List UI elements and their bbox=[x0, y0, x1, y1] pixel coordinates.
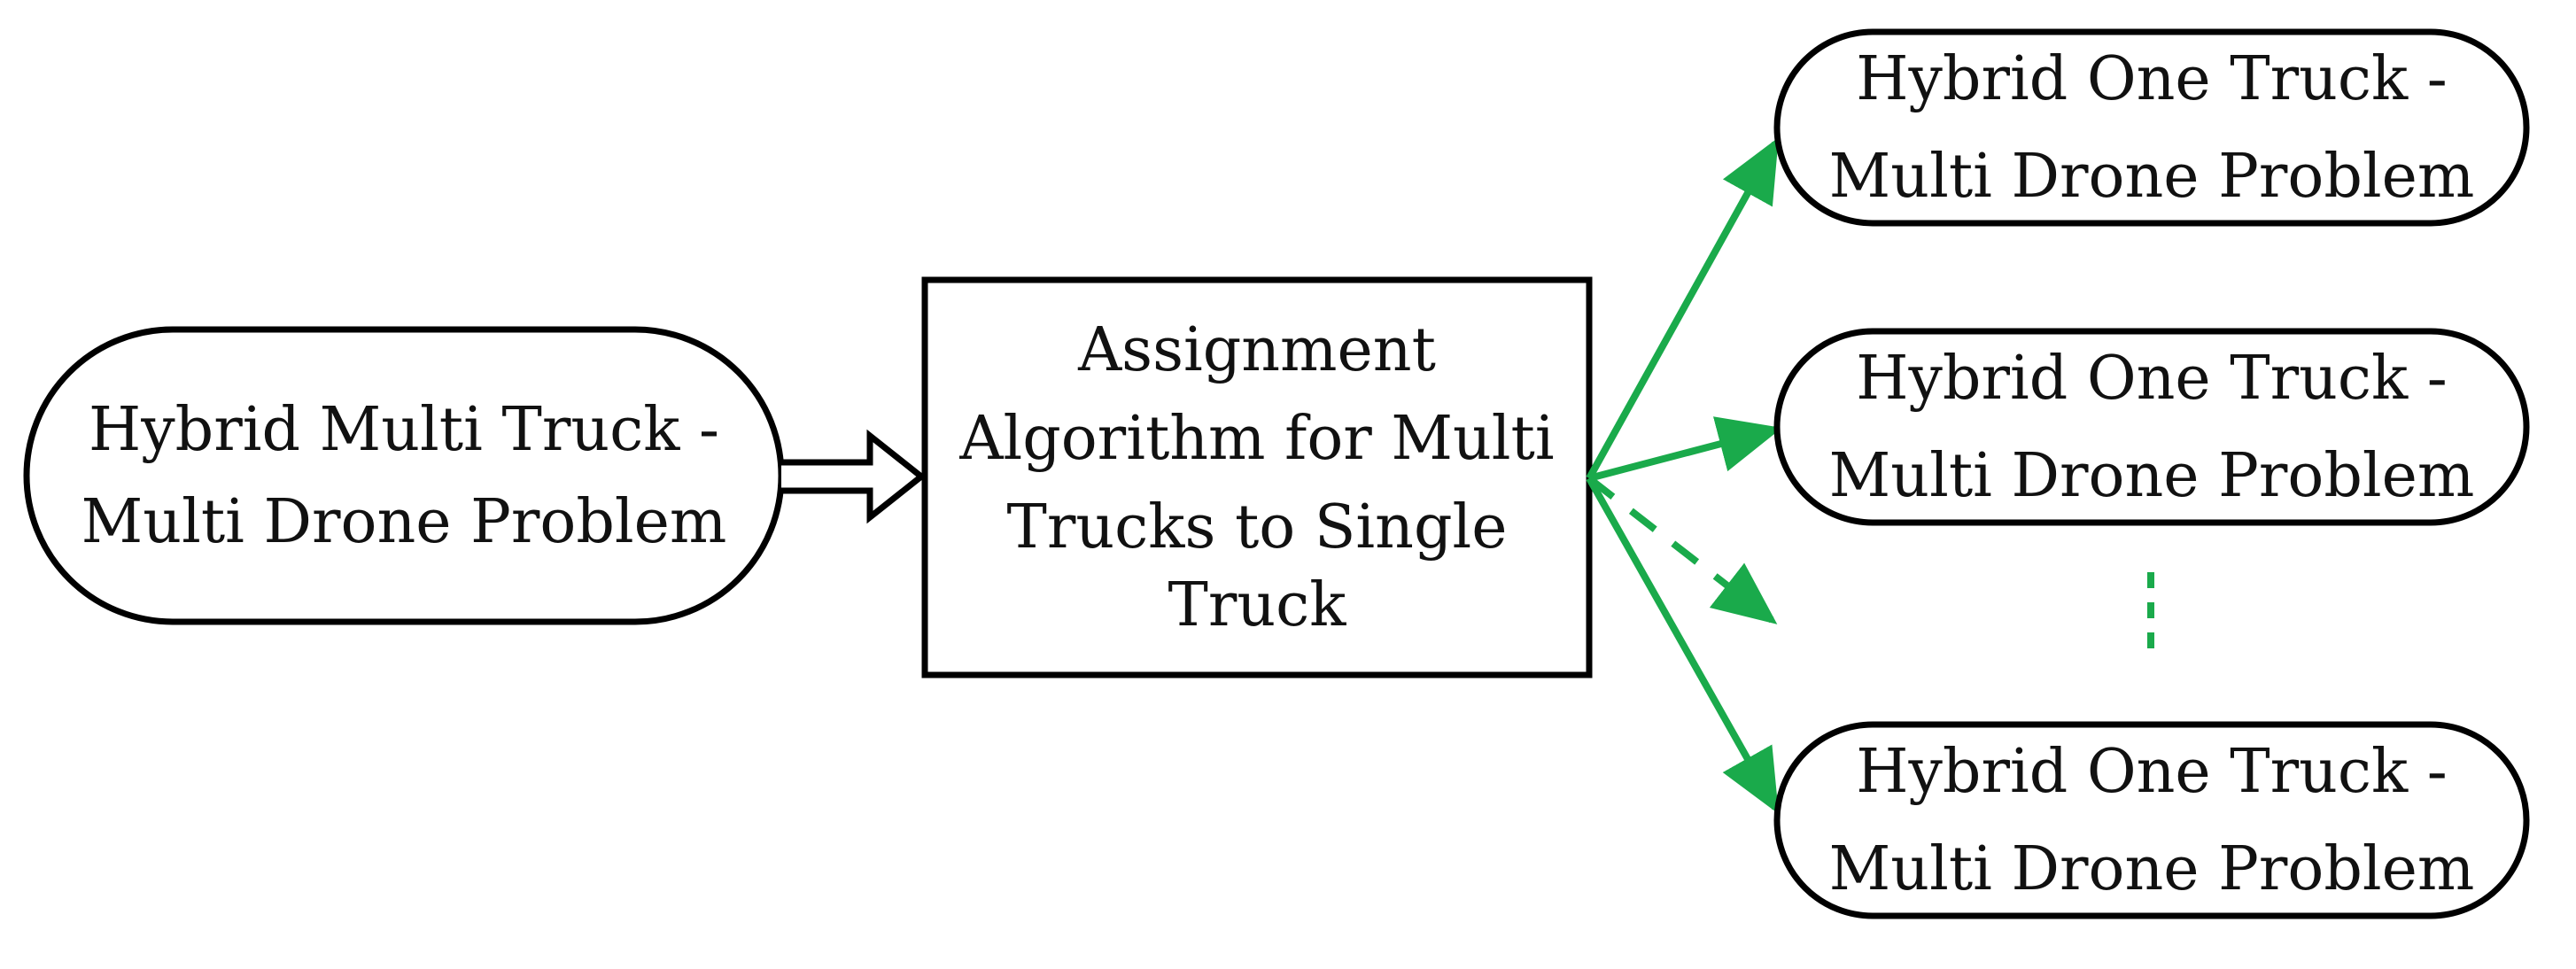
dashed-arrow-more bbox=[1587, 475, 1778, 624]
target-1-line-1: Hybrid One Truck - bbox=[1856, 44, 2448, 114]
target-3-line-2: Multi Drone Problem bbox=[1829, 834, 2475, 904]
source-node-line-2: Multi Drone Problem bbox=[81, 487, 727, 557]
algorithm-line-3: Trucks to Single bbox=[1007, 492, 1508, 562]
target-node-3: Hybrid One Truck - Multi Drone Problem bbox=[1773, 721, 2530, 919]
source-node: Hybrid Multi Truck - Multi Drone Problem bbox=[23, 326, 785, 625]
target-node-2: Hybrid One Truck - Multi Drone Problem bbox=[1773, 328, 2530, 526]
algorithm-line-1: Assignment bbox=[1077, 315, 1436, 385]
target-3-line-1: Hybrid One Truck - bbox=[1856, 737, 2448, 807]
target-2-line-2: Multi Drone Problem bbox=[1829, 441, 2475, 511]
algorithm-box: Assignment Algorithm for Multi Trucks to… bbox=[921, 276, 1593, 678]
algorithm-line-4: Truck bbox=[1168, 570, 1347, 640]
target-node-1: Hybrid One Truck - Multi Drone Problem bbox=[1773, 28, 2530, 227]
hollow-arrow bbox=[781, 429, 927, 524]
target-2-line-1: Hybrid One Truck - bbox=[1856, 344, 2448, 414]
arrow-to-target-3 bbox=[1586, 477, 1779, 814]
arrow-to-target-1 bbox=[1586, 137, 1779, 480]
fan-out-arrows bbox=[1586, 137, 1782, 814]
arrow-to-target-2 bbox=[1587, 416, 1782, 482]
source-node-line-1: Hybrid Multi Truck - bbox=[89, 395, 719, 465]
target-1-line-2: Multi Drone Problem bbox=[1829, 142, 2475, 212]
algorithm-line-2: Algorithm for Multi bbox=[958, 404, 1554, 474]
